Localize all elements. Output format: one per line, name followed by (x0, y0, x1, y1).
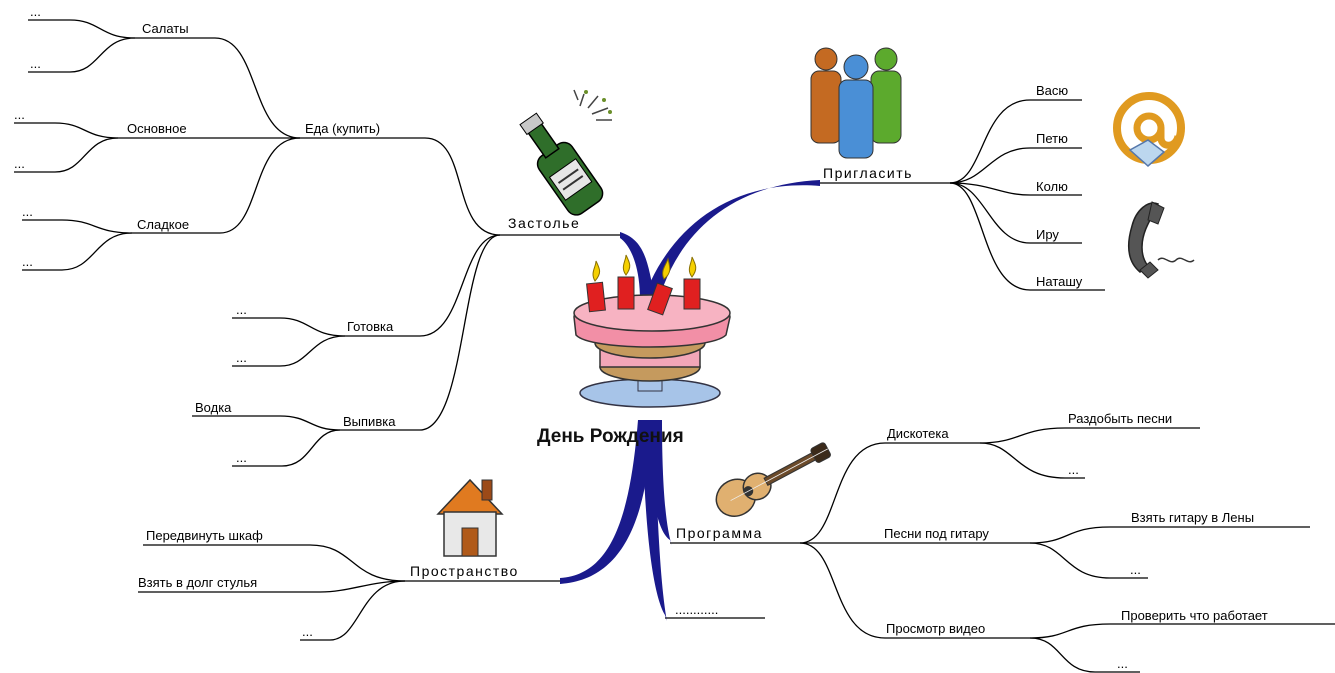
main-branch-prostranstvo (560, 420, 652, 584)
node-labels: ... ... Салаты ... ... Основное ... ... … (14, 4, 1268, 671)
video-leaf-1: Проверить что работает (1121, 608, 1268, 623)
pesni-node[interactable]: Песни под гитару (884, 526, 989, 541)
prostranstvo-node[interactable]: Пространство (410, 563, 519, 579)
zastolye-node[interactable]: Застолье (508, 215, 580, 231)
email-at-icon (1113, 92, 1185, 167)
osnovnoe-leaf-1: ... (14, 107, 25, 122)
salaty-node[interactable]: Салаты (142, 21, 189, 36)
gotovka-node[interactable]: Готовка (347, 319, 394, 334)
telephone-icon (1127, 201, 1195, 279)
invite-item-vasyu: Васю (1036, 83, 1068, 98)
sladkoe-node[interactable]: Сладкое (137, 217, 189, 232)
salaty-leaf-2: ... (30, 56, 41, 71)
osnovnoe-leaf-2: ... (14, 156, 25, 171)
invite-item-kolyu: Колю (1036, 179, 1068, 194)
vypivka-leaf-vodka: Водка (195, 400, 232, 415)
video-node[interactable]: Просмотр видео (886, 621, 985, 636)
space-item-more: ... (302, 624, 313, 639)
gotovka-leaf-2: ... (236, 350, 247, 365)
osnovnoe-node[interactable]: Основное (127, 121, 187, 136)
space-item-shkaf: Передвинуть шкаф (146, 528, 263, 543)
eda-node[interactable]: Еда (купить) (305, 121, 380, 136)
sladkoe-leaf-2: ... (22, 254, 33, 269)
sladkoe-leaf-1: ... (22, 204, 33, 219)
diskoteka-leaf-2: ... (1068, 462, 1079, 477)
diskoteka-node[interactable]: Дискотека (887, 426, 949, 441)
gotovka-leaf-1: ... (236, 302, 247, 317)
connector-lines (14, 19, 1335, 673)
invite-item-natashu: Наташу (1036, 274, 1083, 289)
main-branch-other (643, 420, 667, 621)
guitar-icon (715, 442, 831, 517)
priglasit-node[interactable]: Пригласить (823, 165, 913, 181)
space-item-stulya: Взять в долг стулья (138, 575, 257, 590)
main-branch-zastolye (620, 232, 655, 300)
invite-item-iru: Иру (1036, 227, 1059, 242)
programma-node[interactable]: Программа (676, 525, 763, 541)
diskoteka-leaf-1: Раздобыть песни (1068, 411, 1172, 426)
center-title[interactable]: День Рождения (537, 426, 684, 447)
vypivka-leaf-2: ... (236, 450, 247, 465)
birthday-cake-icon (573, 254, 731, 408)
video-leaf-2: ... (1117, 656, 1128, 671)
salaty-leaf-1: ... (30, 4, 41, 19)
vypivka-node[interactable]: Выпивка (343, 414, 396, 429)
house-icon (436, 478, 504, 557)
champagne-bottle-icon (519, 89, 612, 216)
invite-item-petyu: Петю (1036, 131, 1068, 146)
pesni-leaf-2: ... (1130, 562, 1141, 577)
pesni-leaf-1: Взять гитару в Лены (1131, 510, 1254, 525)
other-node[interactable]: ............ (675, 602, 718, 617)
people-group-icon (810, 47, 902, 159)
